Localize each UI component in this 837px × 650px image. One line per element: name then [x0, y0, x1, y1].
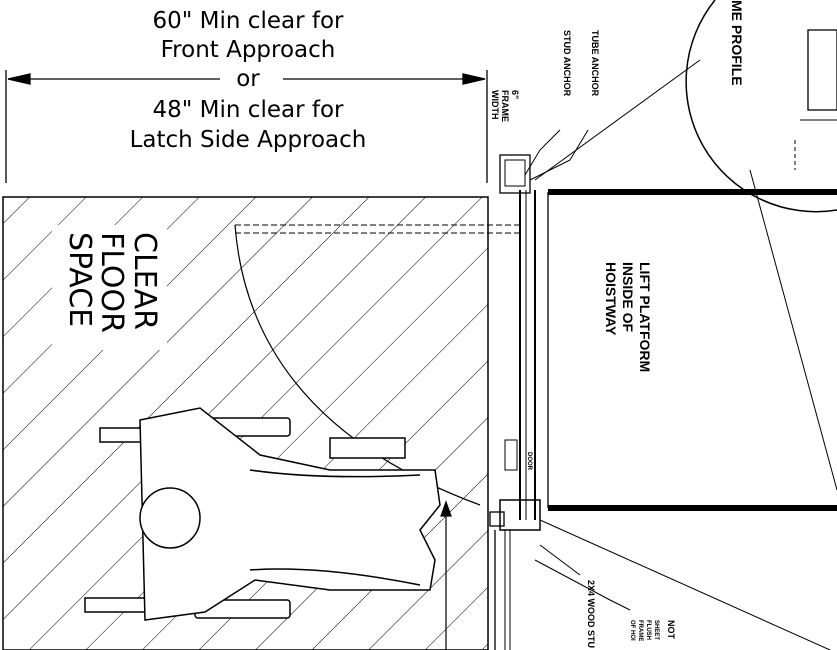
- dimension-text-line2: Front Approach: [161, 37, 336, 63]
- svg-text:WIDTH: WIDTH: [490, 90, 500, 120]
- detail-bubble: [685, 0, 837, 213]
- lift-platform-label: LIFT PLATFORM INSIDE OF HOISTWAY: [603, 262, 653, 372]
- svg-text:FRAME: FRAME: [500, 90, 510, 122]
- frame-width-label: 6" FRAME WIDTH: [490, 90, 520, 122]
- svg-text:NOT: NOT: [666, 620, 676, 640]
- svg-text:FRAME: FRAME: [637, 620, 643, 641]
- wood-stud-label: 2X4 WOOD STU: [586, 580, 596, 648]
- svg-text:HOISTWAY: HOISTWAY: [603, 262, 619, 336]
- dimension-text-line4: 48" Min clear for: [153, 97, 344, 123]
- svg-text:LIFT PLATFORM: LIFT PLATFORM: [637, 262, 653, 372]
- svg-text:FLOOR: FLOOR: [94, 232, 129, 333]
- svg-text:SPACE: SPACE: [62, 232, 97, 327]
- stud-anchor-label: STUD ANCHOR: [562, 30, 572, 97]
- leader-lines: [524, 59, 837, 650]
- hoistway-wall: [489, 154, 541, 650]
- dimension-text-or: or: [236, 66, 260, 92]
- note-label: NOT SHEET FLUSH FRAME OF HOI: [629, 620, 676, 641]
- lift-platform: [547, 189, 837, 511]
- clear-floor-space-label: CLEAR FLOOR SPACE: [52, 225, 167, 350]
- clearance-arrow: [440, 500, 452, 650]
- frame-profile-label: ME PROFILE: [729, 0, 745, 86]
- dimension-text-line5: Latch Side Approach: [130, 127, 367, 153]
- svg-text:SHEET: SHEET: [653, 620, 659, 640]
- wheelchair-user-figure: [84, 407, 441, 621]
- svg-text:FLUSH: FLUSH: [645, 620, 651, 640]
- svg-text:CLEAR: CLEAR: [127, 232, 162, 330]
- door-mark-label: DOOR: [526, 452, 532, 471]
- dimension-text-line1: 60" Min clear for: [153, 8, 344, 34]
- svg-text:OF HOI: OF HOI: [629, 620, 635, 641]
- tube-anchor-label: TUBE ANCHOR: [590, 30, 600, 97]
- svg-text:6": 6": [510, 90, 520, 99]
- dimension-line: [5, 70, 488, 183]
- svg-text:INSIDE OF: INSIDE OF: [620, 262, 636, 332]
